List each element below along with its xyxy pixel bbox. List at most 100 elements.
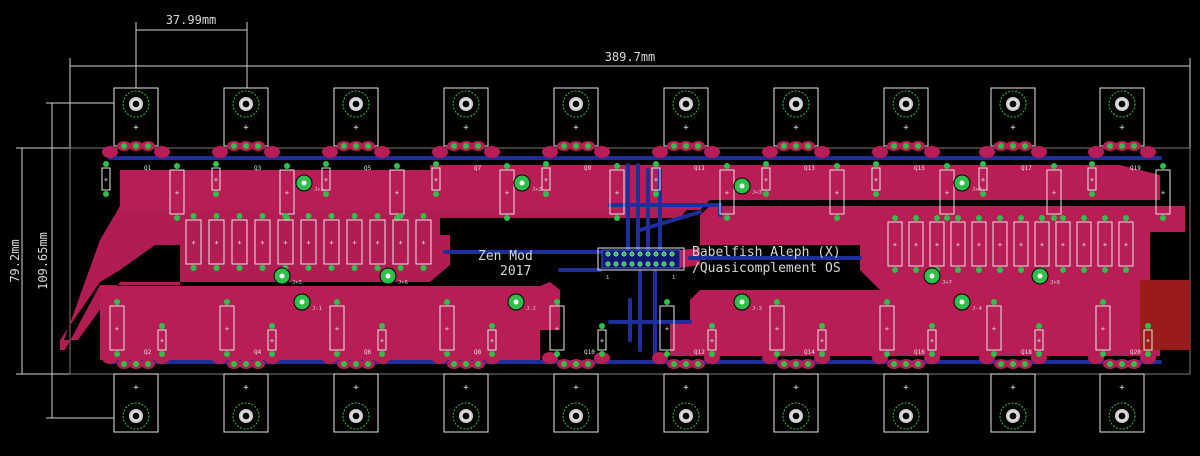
emitter-resistor: + bbox=[219, 299, 235, 357]
emitter-resistor: + bbox=[939, 163, 955, 221]
bank-resistor: + bbox=[323, 213, 340, 271]
transistor-q19: +Q19 bbox=[1088, 87, 1156, 172]
plus-mark: + bbox=[353, 383, 359, 393]
svg-text:J+4: J+4 bbox=[972, 187, 983, 193]
svg-text:+: + bbox=[1040, 241, 1044, 249]
transistor-ref-label: Q16 bbox=[914, 349, 925, 356]
emitter-resistor: + bbox=[329, 299, 345, 357]
plus-mark: + bbox=[353, 123, 359, 133]
emitter-resistor: + bbox=[439, 299, 455, 357]
svg-text:J+6: J+6 bbox=[398, 280, 408, 286]
transistor-ref-label: Q6 bbox=[364, 349, 372, 356]
transistor-ref-label: Q4 bbox=[254, 349, 262, 356]
trimmer-jm4: J-4 bbox=[953, 293, 983, 312]
svg-text:+: + bbox=[665, 325, 669, 333]
trimmer-jp3: J+3 bbox=[733, 177, 762, 196]
board-outline bbox=[69, 147, 1191, 375]
plus-mark: + bbox=[793, 383, 799, 393]
plus-mark: + bbox=[243, 383, 249, 393]
gate-resistor: + bbox=[761, 161, 771, 197]
transistor-ref-label: Q11 bbox=[694, 165, 705, 172]
plus-mark: + bbox=[573, 123, 579, 133]
svg-text:+: + bbox=[914, 241, 918, 249]
svg-text:+: + bbox=[935, 241, 939, 249]
emitter-resistor: + bbox=[769, 299, 785, 357]
trimmer-jp5: J+5 bbox=[273, 267, 302, 286]
svg-text:J+7: J+7 bbox=[942, 280, 952, 286]
svg-text:+: + bbox=[1082, 241, 1086, 249]
gate-resistor: + bbox=[377, 323, 387, 357]
svg-text:+: + bbox=[775, 325, 779, 333]
svg-text:J+8: J+8 bbox=[1050, 280, 1060, 286]
bank-resistor: + bbox=[254, 213, 271, 271]
plus-mark: + bbox=[1119, 383, 1125, 393]
plus-mark: + bbox=[683, 123, 689, 133]
bank-resistor: + bbox=[1097, 215, 1113, 273]
transistor-q7: +Q7 bbox=[432, 87, 500, 172]
transistor-ref-label: Q18 bbox=[1021, 349, 1032, 356]
emitter-resistor: + bbox=[1046, 163, 1062, 221]
bank-resistor: + bbox=[971, 215, 987, 273]
svg-text:+: + bbox=[329, 239, 333, 247]
transistor-ref-label: Q9 bbox=[584, 165, 592, 172]
bank-resistor: + bbox=[1118, 215, 1134, 273]
plus-mark: + bbox=[683, 383, 689, 393]
bank-resistor: + bbox=[300, 213, 317, 271]
svg-text:+: + bbox=[544, 176, 548, 184]
svg-text:+: + bbox=[710, 337, 714, 345]
svg-text:+: + bbox=[1052, 189, 1056, 197]
svg-text:+: + bbox=[1146, 337, 1150, 345]
svg-text:+: + bbox=[615, 189, 619, 197]
emitter-resistor: + bbox=[879, 299, 895, 357]
transistor-q13: +Q13 bbox=[762, 87, 830, 172]
svg-text:+: + bbox=[1103, 241, 1107, 249]
bank-resistor: + bbox=[346, 213, 363, 271]
transistor-ref-label: Q1 bbox=[144, 165, 152, 172]
transistor-ref-label: Q15 bbox=[914, 165, 925, 172]
bank-resistor: + bbox=[415, 213, 432, 271]
svg-text:+: + bbox=[600, 337, 604, 345]
gate-resistor: + bbox=[871, 161, 881, 197]
svg-text:+: + bbox=[380, 337, 384, 345]
transistor-q8: +Q8 bbox=[432, 349, 500, 433]
gate-resistor: + bbox=[157, 323, 167, 357]
bank-resistor: + bbox=[1055, 215, 1071, 273]
svg-text:+: + bbox=[160, 337, 164, 345]
svg-text:+: + bbox=[945, 189, 949, 197]
svg-text:+: + bbox=[285, 189, 289, 197]
bank-resistor: + bbox=[1076, 215, 1092, 273]
connector-pin1-label-left: 1 bbox=[606, 275, 609, 281]
gate-resistor: + bbox=[101, 161, 111, 197]
plus-mark: + bbox=[1010, 123, 1016, 133]
plus-mark: + bbox=[1010, 383, 1016, 393]
trimmer-jm2: J-2 bbox=[507, 293, 536, 312]
svg-text:+: + bbox=[104, 176, 108, 184]
bank-resistor: + bbox=[1013, 215, 1029, 273]
plus-mark: + bbox=[793, 123, 799, 133]
emitter-resistor: + bbox=[1095, 299, 1111, 357]
svg-text:J-4: J-4 bbox=[972, 306, 983, 312]
svg-text:+: + bbox=[725, 189, 729, 197]
svg-text:+: + bbox=[214, 176, 218, 184]
emitter-resistor: + bbox=[1155, 163, 1171, 221]
trimmer-jm3: J-3 bbox=[733, 293, 762, 312]
pitch-dimension-label: 37.99mm bbox=[166, 13, 217, 27]
svg-text:J-3: J-3 bbox=[752, 306, 762, 312]
svg-text:+: + bbox=[956, 241, 960, 249]
gate-resistor: + bbox=[267, 323, 277, 357]
plus-mark: + bbox=[1119, 123, 1125, 133]
svg-text:+: + bbox=[835, 189, 839, 197]
bank-resistor: + bbox=[908, 215, 924, 273]
svg-text:+: + bbox=[1124, 241, 1128, 249]
top-transistor-row: +Q1+Q3+Q5+Q7+Q9+Q11+Q13+Q15+Q17+Q19 bbox=[102, 87, 1156, 172]
gate-resistor: + bbox=[1087, 161, 1097, 197]
svg-text:+: + bbox=[225, 325, 229, 333]
svg-text:+: + bbox=[1161, 189, 1165, 197]
svg-text:+: + bbox=[555, 325, 559, 333]
gate-resistor: + bbox=[431, 161, 441, 197]
transistor-q6: + Q6 bbox=[322, 349, 390, 433]
gate-resistor: + bbox=[978, 161, 988, 197]
gate-resistor: + bbox=[487, 323, 497, 357]
trimmer-jm1: J-1 bbox=[293, 293, 322, 312]
